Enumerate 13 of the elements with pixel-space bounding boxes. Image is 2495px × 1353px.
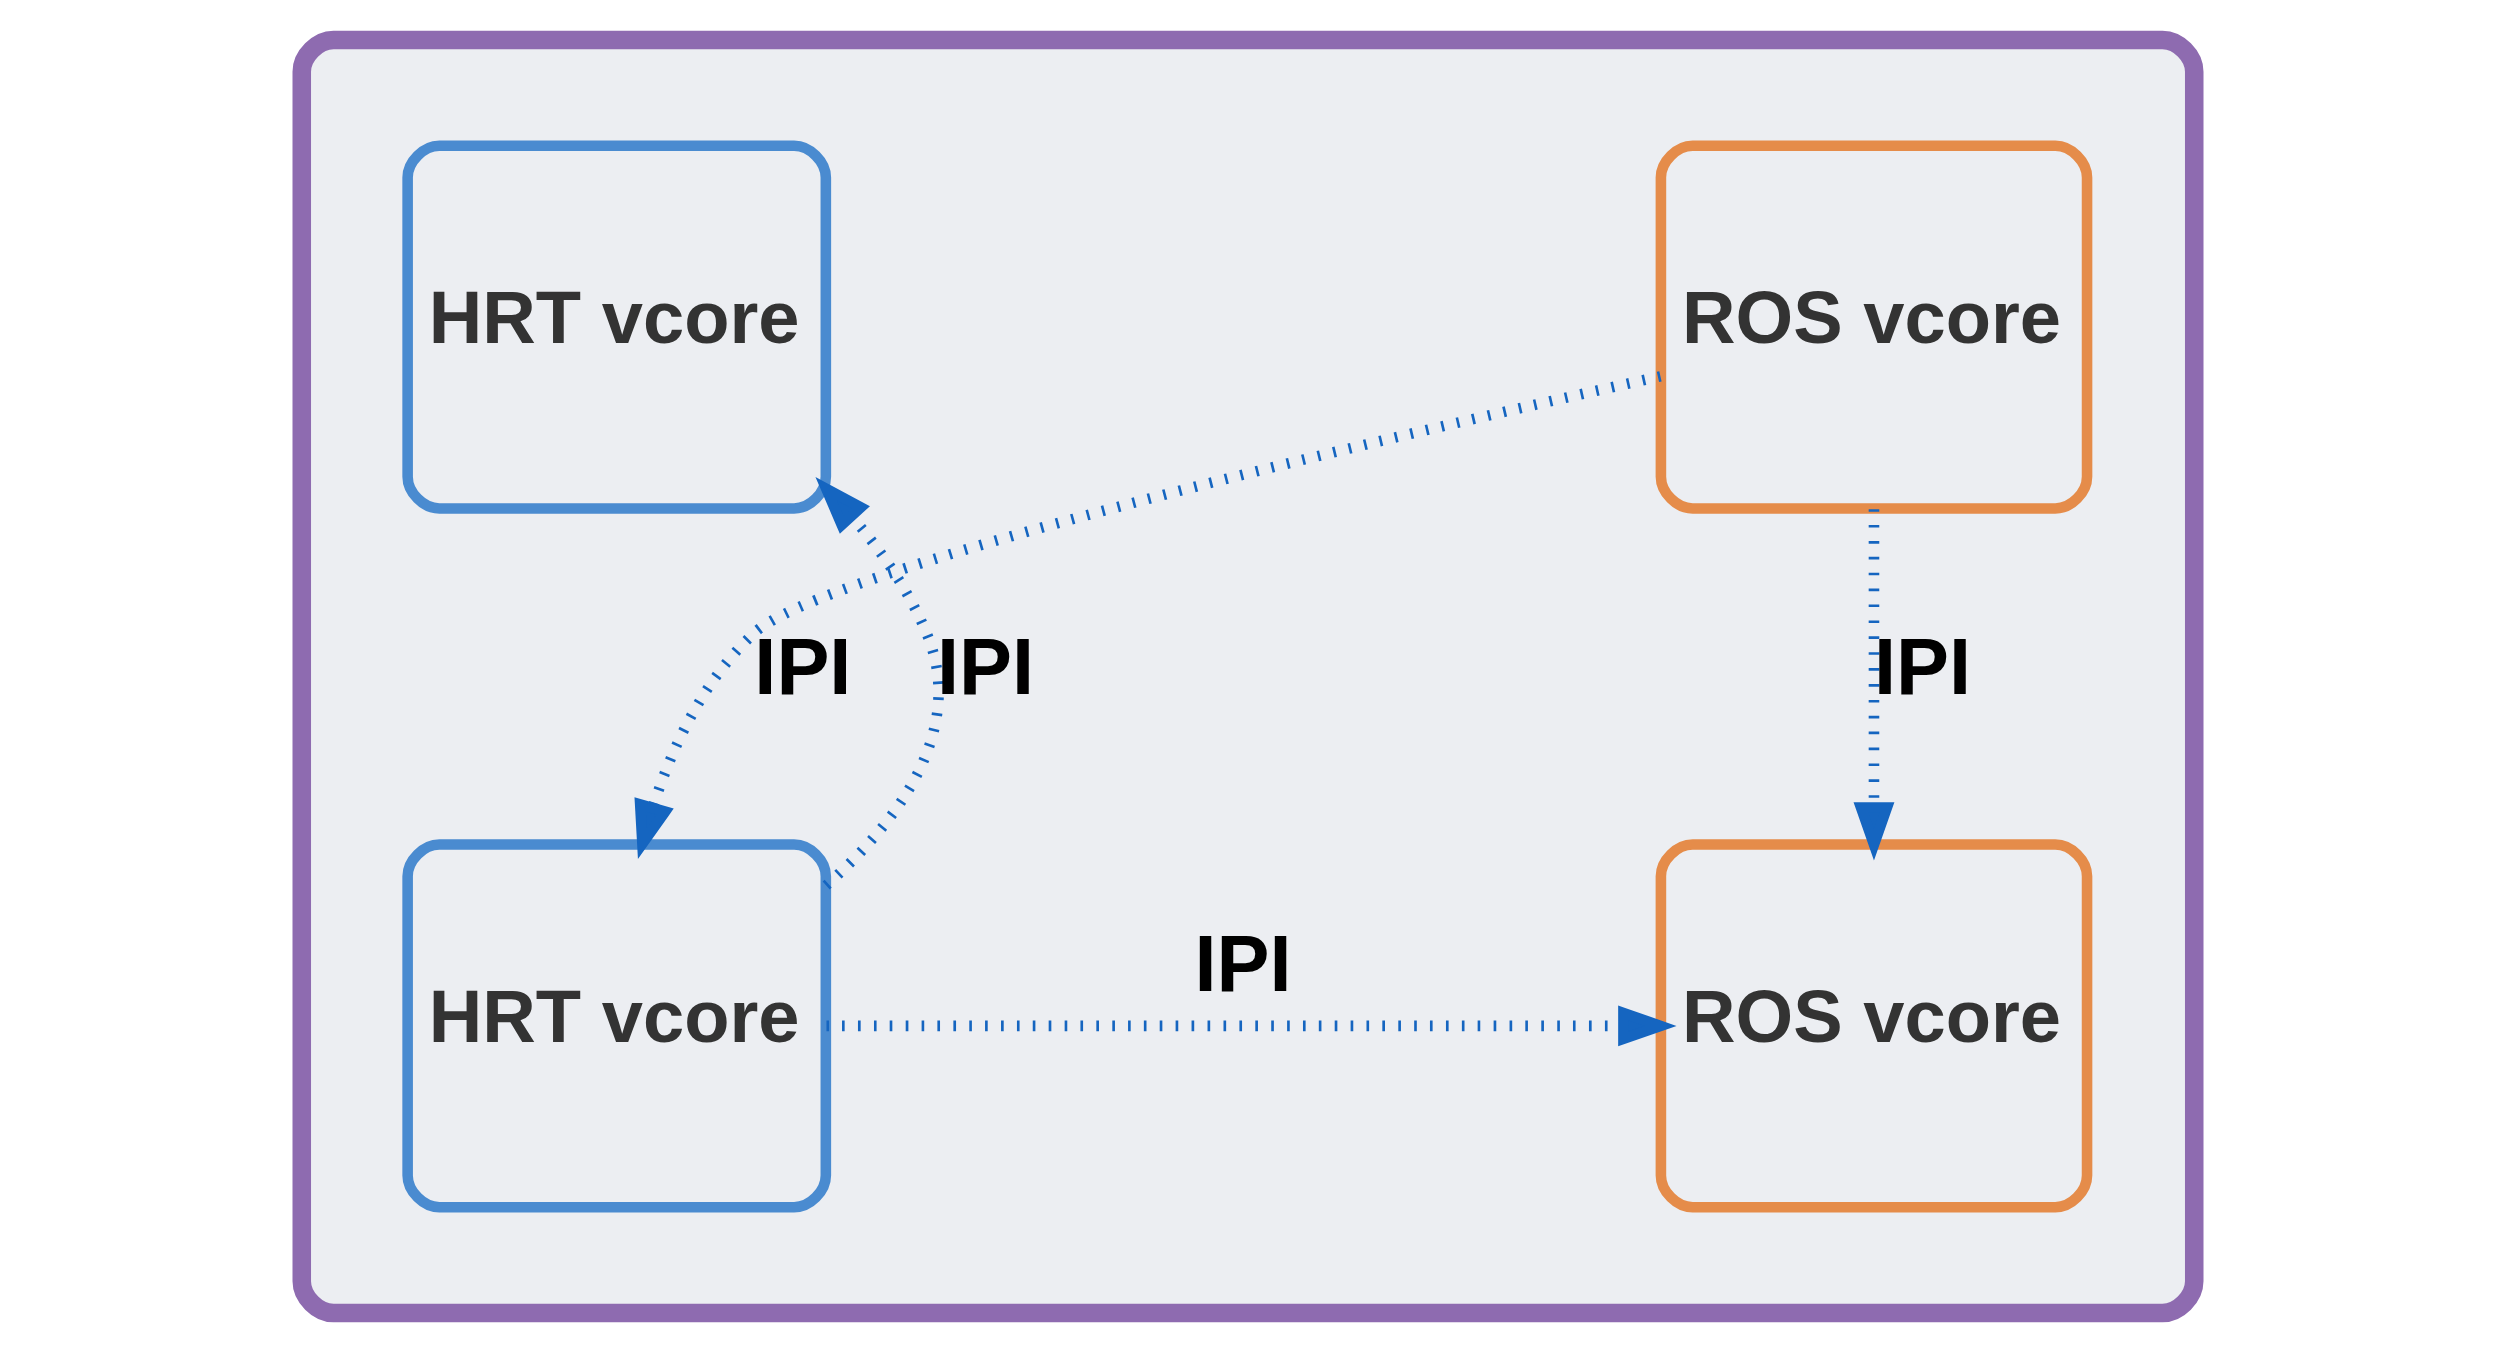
edge-label: IPI [753, 621, 851, 711]
cluster [292, 30, 2203, 1323]
arrow [633, 371, 1662, 859]
node-box: HRT vcore [401, 140, 831, 514]
arrow [814, 476, 944, 890]
node-box: HRT vcore [401, 839, 831, 1213]
arrow [1853, 509, 1894, 861]
edge-label: IPI [936, 621, 1034, 711]
node-box: ROS vcore [1655, 140, 2092, 514]
node-box: ROS vcore [1655, 839, 2092, 1213]
arrow [825, 1005, 1677, 1047]
edge-label: IPI [1873, 621, 1971, 711]
edge-label: IPI [1193, 919, 1291, 1009]
